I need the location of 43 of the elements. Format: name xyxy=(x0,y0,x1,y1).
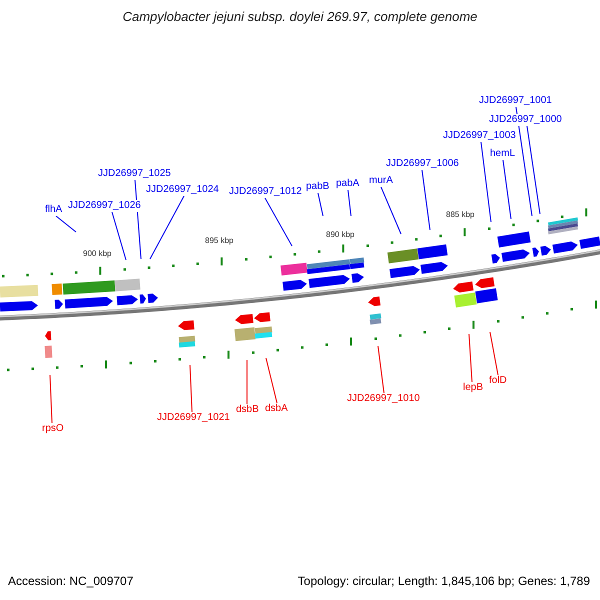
gene-label: JJD26997_1026 xyxy=(68,200,141,212)
leader-line xyxy=(516,106,532,216)
leader-line xyxy=(264,198,292,246)
leader-line xyxy=(348,190,352,216)
gene-label: murA xyxy=(369,175,393,187)
map-title: Campylobacter jejuni subsp. doylei 269.97, complete genome xyxy=(122,9,478,24)
leader-line xyxy=(150,196,184,260)
leader-line xyxy=(318,192,324,216)
leader-line xyxy=(526,126,540,214)
gene-label: JJD26997_1024 xyxy=(146,184,219,196)
leader-line xyxy=(56,216,76,232)
gene-label: JJD26997_1010 xyxy=(347,393,420,405)
leader-line xyxy=(50,374,52,424)
scale-label: 900 kbp xyxy=(83,249,112,258)
scale-label: 895 kbp xyxy=(205,236,234,245)
gene-label: JJD26997_1003 xyxy=(443,130,516,142)
gene-label: JJD26997_1025 xyxy=(98,168,171,180)
accession-text: Accession: NC_009707 xyxy=(8,574,134,588)
gene-label: pabA xyxy=(336,178,360,190)
genome-stats-text: Topology: circular; Length: 1,845,106 bp; Genes: 1,789 xyxy=(298,574,590,588)
leader-line xyxy=(378,346,384,394)
gene-label: JJD26997_1001 xyxy=(479,95,552,107)
gene-label: JJD26997_1021 xyxy=(157,412,230,424)
gene-label: flhA xyxy=(45,204,62,216)
gene-label: rpsO xyxy=(42,423,64,435)
gene-label: pabB xyxy=(306,181,330,193)
leader-line xyxy=(490,332,498,376)
gene-label: JJD26997_1012 xyxy=(229,186,302,198)
gene-label: JJD26997_1006 xyxy=(386,158,459,170)
leader-line xyxy=(266,358,278,404)
gene-label: JJD26997_1000 xyxy=(489,114,562,126)
scale-label: 885 kbp xyxy=(446,210,474,219)
leader-line xyxy=(502,160,512,220)
leader-line xyxy=(468,334,472,382)
leader-line xyxy=(112,212,126,260)
leader-line xyxy=(190,364,192,412)
scale-label: 890 kbp xyxy=(326,230,354,239)
leader-line xyxy=(380,186,402,234)
gene-label: lepB xyxy=(463,382,484,394)
leader-line xyxy=(480,142,492,222)
leader-line xyxy=(246,360,248,404)
leader-line xyxy=(422,170,430,230)
gene-label: hemL xyxy=(490,148,516,160)
